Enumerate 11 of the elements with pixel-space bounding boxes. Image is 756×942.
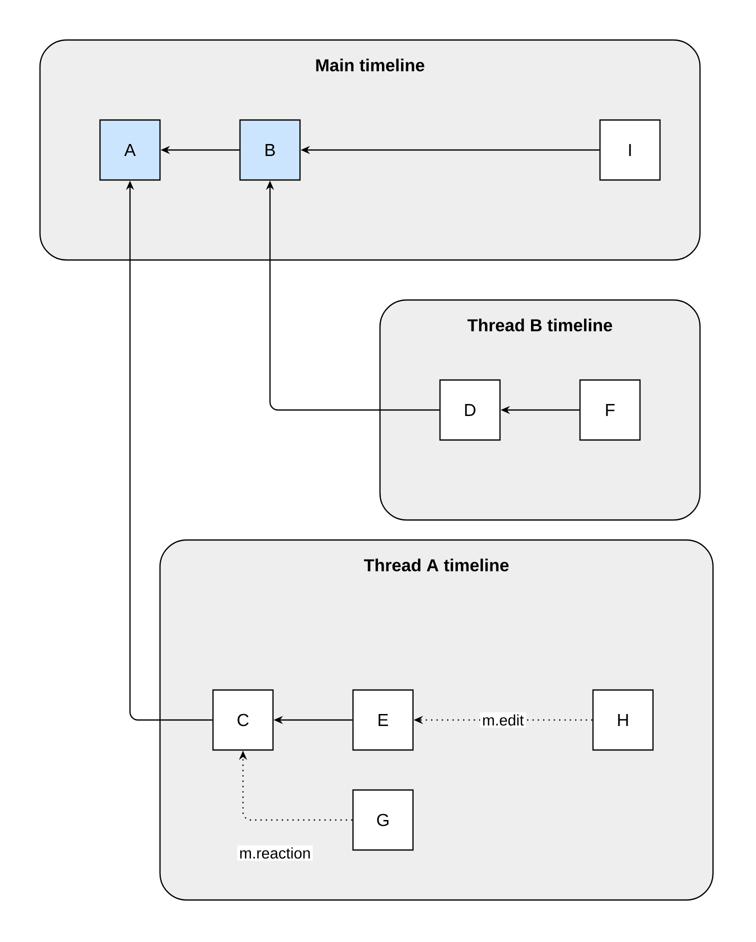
event-box: H: [592, 689, 654, 751]
edge-label: m.edit: [480, 712, 526, 728]
edge-label: m.reaction: [237, 845, 313, 861]
event-box: I: [599, 119, 661, 181]
event-box: C: [212, 689, 274, 751]
event-box: F: [579, 379, 641, 441]
event-box: E: [352, 689, 414, 751]
event-box: G: [352, 789, 414, 851]
event-box: D: [439, 379, 501, 441]
event-box: A: [99, 119, 161, 181]
event-box: B: [239, 119, 301, 181]
